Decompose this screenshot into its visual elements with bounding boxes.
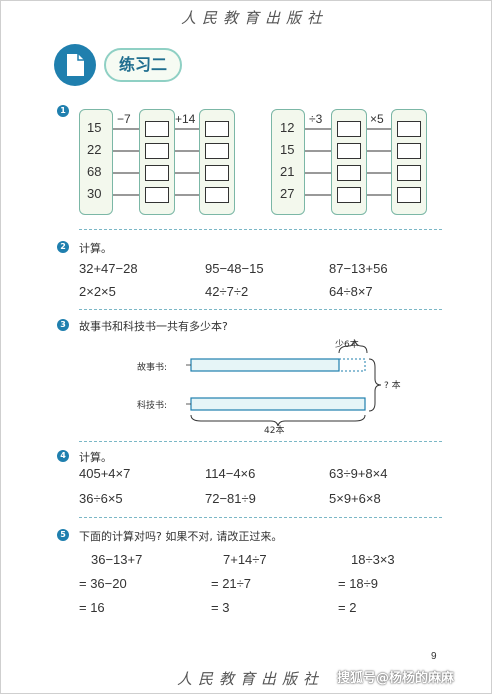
- expression: 95−48−15: [205, 261, 264, 276]
- work-line: = 3: [211, 600, 230, 615]
- section-divider: [79, 229, 442, 230]
- work-line: = 36−20: [79, 576, 127, 591]
- work-line: 7+14÷7: [223, 552, 267, 567]
- expression: 32+47−28: [79, 261, 138, 276]
- answer-box[interactable]: [397, 187, 421, 203]
- question-prompt: 下面的计算对吗? 如果不对, 请改正过来。: [79, 530, 283, 543]
- expression: 63÷9+8×4: [329, 466, 388, 481]
- answer-box[interactable]: [145, 121, 169, 137]
- answer-box[interactable]: [205, 143, 229, 159]
- work-line: = 16: [79, 600, 105, 615]
- work-line: 18÷3×3: [351, 552, 395, 567]
- answer-box[interactable]: [397, 165, 421, 181]
- operation-label: ÷3: [309, 112, 323, 126]
- operation-label: −7: [117, 112, 131, 126]
- input-value: 15: [280, 142, 295, 157]
- expression: 36÷6×5: [79, 491, 123, 506]
- question-number-1: 1: [57, 105, 69, 117]
- answer-box[interactable]: [205, 121, 229, 137]
- work-line: 36−13+7: [91, 552, 143, 567]
- answer-box[interactable]: [337, 121, 361, 137]
- work-line: = 2: [338, 600, 357, 615]
- expression: 2×2×5: [79, 284, 116, 299]
- answer-box[interactable]: [397, 121, 421, 137]
- publisher-footer: 人民教育出版社: [177, 670, 325, 688]
- expression: 72−81÷9: [205, 491, 256, 506]
- input-value: 22: [87, 142, 102, 157]
- science-count-label: 42本: [264, 426, 285, 436]
- answer-box[interactable]: [337, 187, 361, 203]
- bar-label-science: 科技书:: [137, 401, 168, 411]
- answer-box[interactable]: [205, 187, 229, 203]
- input-column-left: [79, 109, 113, 215]
- answer-box[interactable]: [145, 165, 169, 181]
- input-value: 27: [280, 186, 295, 201]
- page-number: 9: [431, 651, 437, 662]
- input-value: 30: [87, 186, 102, 201]
- answer-box[interactable]: [337, 143, 361, 159]
- question-number-3: 3: [57, 319, 69, 331]
- operation-label: ×5: [370, 112, 384, 126]
- question-number-2: 2: [57, 241, 69, 253]
- line-segment-diagram: [186, 339, 382, 427]
- expression: 87−13+56: [329, 261, 388, 276]
- answer-box[interactable]: [337, 165, 361, 181]
- section-divider: [79, 309, 442, 310]
- total-question-label: ? 本: [384, 381, 401, 391]
- difference-label: 少6本: [335, 340, 359, 350]
- section-divider: [79, 517, 442, 518]
- operation-label: +14: [175, 112, 196, 126]
- section-divider: [79, 441, 442, 442]
- question-number-4: 4: [57, 450, 69, 462]
- question-number-5: 5: [57, 529, 69, 541]
- expression: 42÷7÷2: [205, 284, 249, 299]
- expression: 114−4×6: [205, 466, 256, 481]
- publisher-header: 人民教育出版社: [181, 9, 329, 27]
- expression: 64÷8×7: [329, 284, 373, 299]
- page-title: 练习二: [104, 48, 182, 82]
- bar-label-story: 故事书:: [137, 363, 168, 373]
- watermark: 搜狐号@杨杨的麻麻: [337, 671, 455, 686]
- question-prompt: 计算。: [79, 451, 112, 464]
- answer-box[interactable]: [145, 187, 169, 203]
- input-value: 15: [87, 120, 102, 135]
- input-column-right: [271, 109, 305, 215]
- work-line: = 21÷7: [211, 576, 252, 591]
- answer-box[interactable]: [397, 143, 421, 159]
- work-line: = 18÷9: [338, 576, 379, 591]
- answer-box[interactable]: [205, 165, 229, 181]
- document-icon: [54, 44, 96, 86]
- answer-box[interactable]: [145, 143, 169, 159]
- question-prompt: 故事书和科技书一共有多少本?: [79, 320, 228, 333]
- input-value: 21: [280, 164, 295, 179]
- input-value: 12: [280, 120, 295, 135]
- expression: 405+4×7: [79, 466, 131, 481]
- input-value: 68: [87, 164, 102, 179]
- expression: 5×9+6×8: [329, 491, 381, 506]
- question-prompt: 计算。: [79, 242, 112, 255]
